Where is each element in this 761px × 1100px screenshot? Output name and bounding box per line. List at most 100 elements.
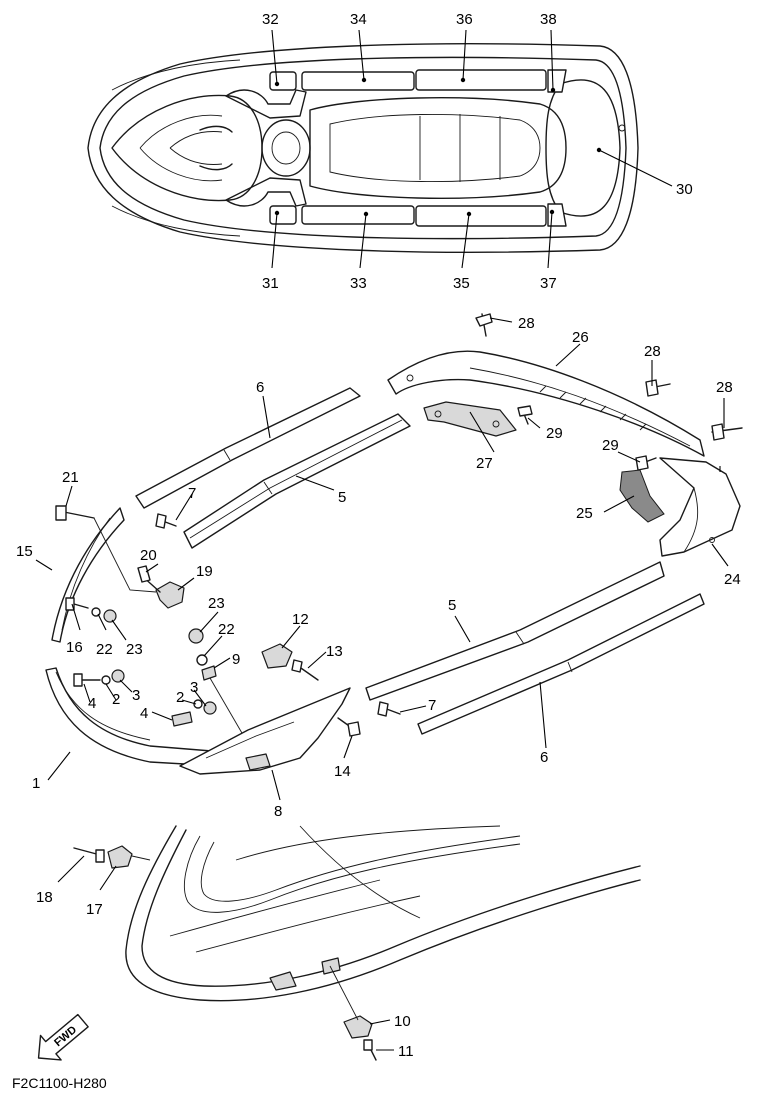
callout-25: 25 [576, 505, 593, 522]
callout-8: 8 [274, 803, 282, 820]
callout-19: 19 [196, 563, 213, 580]
mat-32 [269, 71, 297, 91]
front-left-parts [35, 485, 247, 781]
callout-2b: 2 [176, 689, 184, 706]
screw-7a [155, 513, 177, 529]
callout-6b: 6 [540, 749, 548, 766]
callout-37: 37 [540, 275, 557, 292]
screw-11 [363, 1039, 377, 1061]
callout-21: 21 [62, 469, 79, 486]
fwd-arrow: FWD [37, 1013, 89, 1061]
screw-13 [291, 659, 319, 681]
callout-22b: 22 [96, 641, 113, 658]
part-5-left [183, 413, 411, 549]
callout-15: 15 [16, 543, 33, 560]
figure-code: F2C1100-H280 [12, 1075, 107, 1091]
fastener-18 [73, 847, 105, 863]
callout-24: 24 [724, 571, 741, 588]
callout-2a: 2 [112, 691, 120, 708]
bracket-19 [155, 581, 185, 609]
callout-4b: 4 [140, 705, 148, 722]
side-rails [135, 387, 705, 749]
mat-37 [547, 203, 567, 227]
callout-5a: 5 [338, 489, 346, 506]
callout-28a: 28 [518, 315, 535, 332]
bolt-21 [55, 505, 95, 521]
callout-27: 27 [476, 455, 493, 472]
callout-9: 9 [232, 651, 240, 668]
callout-28b: 28 [644, 343, 661, 360]
callout-5b: 5 [448, 597, 456, 614]
callout-16: 16 [66, 639, 83, 656]
callout-6a: 6 [256, 379, 264, 396]
callout-36: 36 [456, 11, 473, 28]
fastener-28c [711, 423, 743, 441]
callout-7a: 7 [188, 485, 196, 502]
bracket-17 [107, 845, 133, 869]
rear-assembly [387, 313, 743, 567]
callout-23b: 23 [126, 641, 143, 658]
fastener-20 [137, 565, 161, 593]
callout-29a: 29 [546, 425, 563, 442]
part-6-right [417, 593, 705, 735]
callout-28c: 28 [716, 379, 733, 396]
nut-23b [188, 628, 204, 644]
callout-20: 20 [140, 547, 157, 564]
callout-14: 14 [334, 763, 351, 780]
callout-34: 34 [350, 11, 367, 28]
callout-18: 18 [36, 889, 53, 906]
callout-12: 12 [292, 611, 309, 628]
mat-35 [415, 205, 547, 227]
callout-22a: 22 [218, 621, 235, 638]
nut-23 [103, 609, 117, 623]
callout-10: 10 [394, 1013, 411, 1030]
callout-29b: 29 [602, 437, 619, 454]
bolt-4a [73, 673, 101, 687]
part-26 [387, 350, 705, 457]
part-15 [51, 507, 125, 643]
mat-38 [547, 69, 567, 93]
washer-2a [101, 675, 111, 685]
callout-32: 32 [262, 11, 279, 28]
callout-11: 11 [398, 1043, 414, 1060]
part-27 [423, 401, 517, 437]
screw-7b [377, 701, 401, 717]
callout-33: 33 [350, 275, 367, 292]
screw-29b [635, 455, 657, 471]
bracket-12 [261, 643, 293, 669]
callout-31: 31 [262, 275, 279, 292]
callout-23a: 23 [208, 595, 225, 612]
callout-numbers: 32 34 36 38 30 31 33 35 37 28 26 28 28 2… [16, 11, 741, 1060]
callout-3b: 3 [190, 679, 198, 696]
nut-3a [111, 669, 125, 683]
part-5-right [365, 561, 665, 701]
callout-17: 17 [86, 901, 103, 918]
bolt-4b [171, 711, 193, 727]
part-25 [619, 469, 665, 523]
callout-30: 30 [676, 181, 693, 198]
mat-31 [269, 205, 297, 225]
bolt-16 [65, 597, 89, 611]
bolt-14 [337, 717, 361, 737]
fastener-28a [475, 313, 493, 337]
part-24 [659, 457, 741, 557]
part-8 [179, 687, 351, 775]
nut-3b [203, 701, 217, 715]
callout-7b: 7 [428, 697, 436, 714]
mat-36 [415, 69, 547, 91]
mat-33 [301, 205, 415, 225]
part-6-left [135, 387, 361, 509]
fastener-28b [645, 379, 671, 397]
callout-1: 1 [32, 775, 40, 792]
bolt-9 [201, 665, 217, 681]
washer-22b [196, 654, 208, 666]
callout-3a: 3 [132, 687, 140, 704]
callout-35: 35 [453, 275, 470, 292]
hull-top-view [87, 29, 673, 269]
nose-detail [57, 825, 641, 1061]
callout-4a: 4 [88, 695, 96, 712]
callout-13: 13 [326, 643, 343, 660]
callout-38: 38 [540, 11, 557, 28]
mat-34 [301, 71, 415, 91]
